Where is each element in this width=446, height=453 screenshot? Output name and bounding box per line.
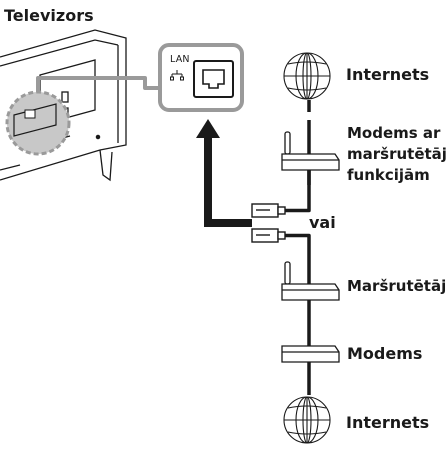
internet-label-bottom: Internets <box>346 413 430 432</box>
router-label: Maršrutētājs <box>347 277 446 295</box>
lan-zoom-box <box>158 43 244 112</box>
router-icon <box>281 261 340 301</box>
lan-port-label: LAN <box>170 54 190 65</box>
arrow-up-icon <box>196 119 220 138</box>
modem-router-label: Modems ar maršrutētāja funkcijām <box>347 124 446 184</box>
zoom-circle <box>5 90 71 156</box>
internet-label-top: Internets <box>346 65 430 84</box>
lan-network-symbol <box>170 70 184 81</box>
modem-label: Modems <box>347 344 423 363</box>
lower-chain <box>285 233 311 395</box>
ethernet-plug-icon <box>251 203 286 243</box>
or-label: vai <box>309 213 336 232</box>
lan-port-icon <box>193 60 234 98</box>
cable-to-lan <box>196 119 252 227</box>
tv-label: Televizors <box>4 6 94 25</box>
globe-icon <box>283 396 331 444</box>
modem-icon <box>281 345 340 363</box>
modem-router-icon <box>281 131 340 171</box>
callout-connector <box>36 76 159 92</box>
globe-icon <box>283 52 331 100</box>
